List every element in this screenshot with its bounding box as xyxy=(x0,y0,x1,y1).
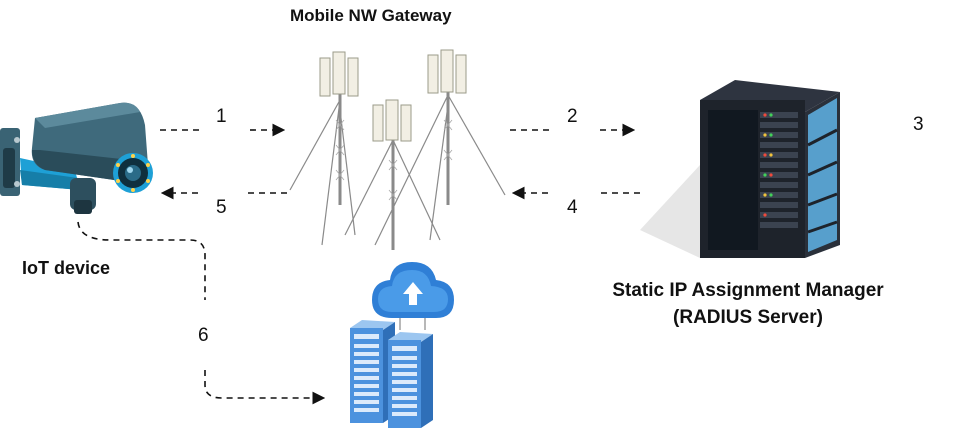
gateway-label: Mobile NW Gateway xyxy=(290,6,452,26)
step-5-label: 5 xyxy=(216,197,227,219)
step-1-label: 1 xyxy=(216,106,227,128)
iot-device-label: IoT device xyxy=(22,258,110,279)
step-4-label: 4 xyxy=(567,197,578,219)
server-label-line2: (RADIUS Server) xyxy=(588,307,908,329)
step-6-label: 6 xyxy=(198,325,209,347)
server-label-line1: Static IP Assignment Manager xyxy=(588,280,908,302)
step-3-label: 3 xyxy=(913,114,924,136)
step-2-label: 2 xyxy=(567,106,578,128)
